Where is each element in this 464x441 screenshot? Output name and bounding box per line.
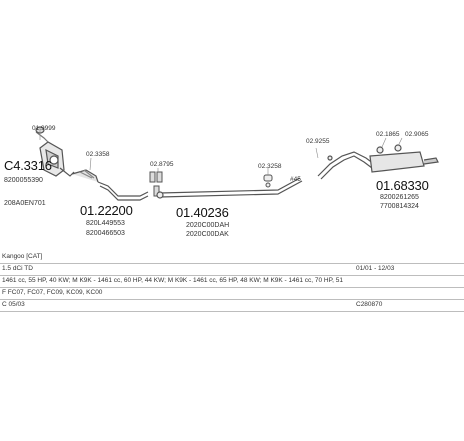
- part-tag-2: 02.3358: [86, 151, 110, 158]
- oem-4a: 8200261265: [380, 194, 419, 201]
- table-row: Kangoo [CAT]: [0, 252, 464, 264]
- table-row: 1461 cc, 55 HP, 40 KW; M K9K - 1461 cc, …: [0, 276, 464, 288]
- table-row: F FC07, FC07, FC09, KC09, KC00: [0, 288, 464, 300]
- front-pipe: [71, 169, 149, 201]
- codes-cell: F FC07, FC07, FC09, KC09, KC00: [2, 289, 103, 296]
- leader-lines: [39, 128, 403, 175]
- table-row: C 05/03 C280870: [0, 300, 464, 312]
- model-cell: Kangoo [CAT]: [2, 253, 43, 260]
- hanger: [263, 174, 273, 188]
- clamp-tag: 02.3258: [258, 163, 282, 170]
- oem-1b: 208A0EN701: [4, 200, 46, 207]
- exhaust-system-diagram: [35, 126, 439, 201]
- oem-2a: 820L449553: [86, 220, 125, 227]
- part-number-1: C4.3316: [4, 158, 52, 173]
- rear-silencer: [317, 144, 439, 180]
- engine-cell: 1.5 dCi TD: [2, 265, 33, 272]
- part-tag-4b: 02.1865: [376, 131, 400, 138]
- oem-1a: 8200055390: [4, 177, 43, 184]
- middle-pipe: [156, 177, 303, 199]
- part-number-2: 01.22200: [80, 203, 133, 218]
- part-number-4: 01.68330: [376, 178, 429, 193]
- part-tag-4a: 02.9255: [306, 138, 330, 145]
- date-cell: 01/01 - 12/03: [356, 265, 395, 272]
- table-row: 1.5 dCi TD 01/01 - 12/03: [0, 264, 464, 276]
- code-45: #45: [290, 176, 301, 183]
- oem-2b: 8200466503: [86, 230, 125, 237]
- chassis-cell: C 05/03: [2, 301, 25, 308]
- ref-cell: C280870: [356, 301, 383, 308]
- catalytic-converter: [35, 126, 75, 177]
- part-tag-4c: 02.9065: [405, 131, 429, 138]
- oem-4b: 7700814324: [380, 203, 419, 210]
- part-tag-3: 02.8795: [150, 161, 174, 168]
- part-tag-1: 01.9999: [32, 125, 56, 132]
- oem-3a: 2020C00DAH: [186, 222, 230, 229]
- oem-3b: 2020C00DAK: [186, 231, 229, 238]
- clamp: [149, 171, 163, 197]
- part-number-3: 01.40236: [176, 205, 229, 220]
- specs-cell: 1461 cc, 55 HP, 40 KW; M K9K - 1461 cc, …: [2, 277, 343, 284]
